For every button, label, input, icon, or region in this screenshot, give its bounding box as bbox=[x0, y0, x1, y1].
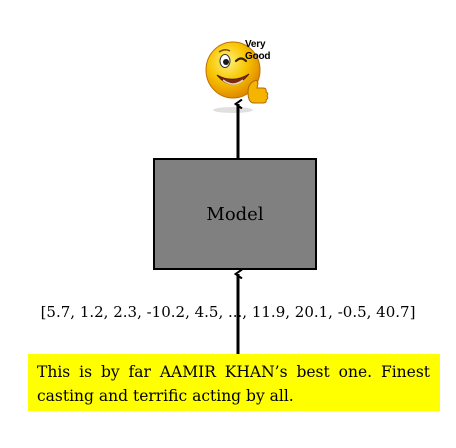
input-review-box: This is by far AAMIR KHAN’s best one. Fi… bbox=[28, 354, 440, 411]
model-label: Model bbox=[206, 203, 264, 225]
output-caption-line2: Good bbox=[245, 51, 271, 62]
input-review-text: This is by far AAMIR KHAN’s best one. Fi… bbox=[37, 363, 430, 405]
output-caption: Very Good bbox=[245, 39, 271, 63]
winking-smiley-thumbs-up-icon bbox=[205, 41, 269, 113]
embedding-vector-label: [5.7, 1.2, 2.3, -10.2, 4.5, ..., 11.9, 2… bbox=[40, 303, 416, 321]
output-caption-line1: Very bbox=[245, 39, 266, 50]
model-box: Model bbox=[153, 158, 317, 270]
